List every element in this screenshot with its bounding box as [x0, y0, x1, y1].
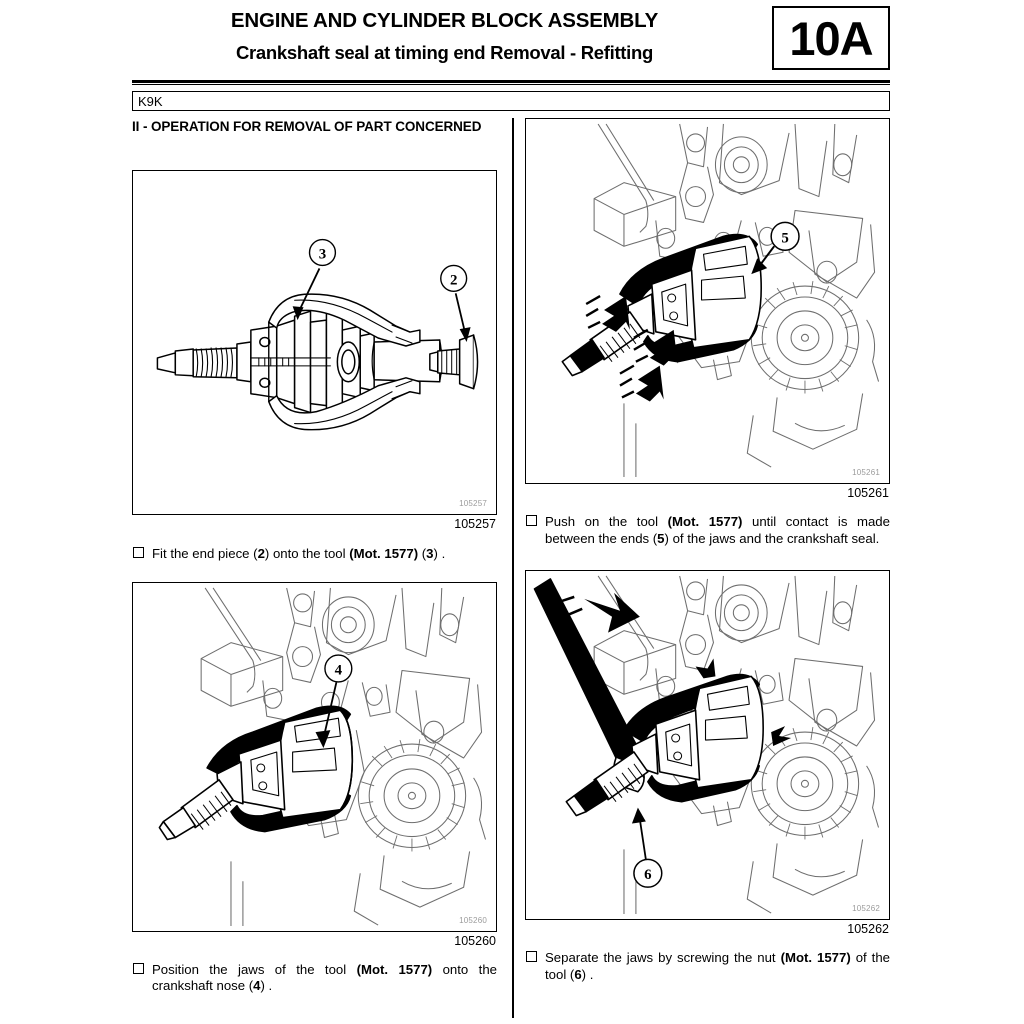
page-header: ENGINE AND CYLINDER BLOCK ASSEMBLY Crank…: [132, 0, 890, 78]
tool-pushed-onto-seal-illustration: 5: [561, 123, 880, 478]
figure-inner-number: 105257: [459, 499, 487, 508]
step-text: Position the jaws of the tool (Mot. 1577…: [152, 961, 497, 994]
engine-code-bar: K9K: [132, 91, 890, 111]
figure-105261: 5 105261 105261: [525, 118, 890, 500]
column-divider: [512, 118, 514, 1018]
figure-number: 105260: [132, 930, 497, 948]
page-title: ENGINE AND CYLINDER BLOCK ASSEMBLY: [230, 9, 659, 32]
figure-frame: 5 105261: [525, 118, 890, 484]
left-column: II - OPERATION FOR REMOVAL OF PART CONCE…: [132, 118, 497, 995]
svg-text:2: 2: [450, 272, 457, 288]
figure-105260: 4 105260 105260: [132, 581, 497, 948]
engine-code: K9K: [138, 94, 163, 109]
step-caption-2: Push on the tool (Mot. 1577) until conta…: [525, 514, 890, 547]
callout-balloon-3: 3: [292, 238, 337, 321]
callout-balloon-2: 2: [440, 264, 471, 343]
figure-105257: 3 2 105257 105257: [132, 170, 497, 531]
step-caption-4: Separate the jaws by screwing the nut (M…: [525, 950, 890, 983]
callout-balloon-4: 4: [315, 653, 353, 748]
figure-inner-number: 105260: [459, 915, 487, 925]
figure-inner-number: 105262: [852, 904, 880, 913]
figure-number: 105261: [525, 483, 890, 500]
puller-tool-exploded-illustration: 3 2: [156, 238, 479, 431]
figure-frame: 6 105262: [525, 570, 890, 920]
page-content: II - OPERATION FOR REMOVAL OF PART CONCE…: [132, 118, 890, 1018]
step-text: Separate the jaws by screwing the nut (M…: [545, 950, 890, 982]
section-code: 10A: [789, 11, 873, 65]
figure-number: 105262: [525, 919, 890, 936]
callout-balloon-6: 6: [631, 807, 663, 888]
motion-arrows: [585, 294, 678, 402]
page-subtitle: Crankshaft seal at timing end Removal - …: [235, 42, 654, 63]
rotation-arrow: [561, 592, 640, 633]
jaw-spread-arrows: [695, 658, 792, 746]
section-heading: II - OPERATION FOR REMOVAL OF PART CONCE…: [132, 119, 482, 134]
manual-page: ENGINE AND CYLINDER BLOCK ASSEMBLY Crank…: [132, 0, 890, 1024]
svg-text:5: 5: [781, 230, 788, 246]
step-text: Push on the tool (Mot. 1577) until conta…: [545, 514, 890, 546]
step-caption-1: Fit the end piece (2) onto the tool (Mot…: [132, 546, 497, 563]
figure-inner-number: 105261: [852, 468, 880, 477]
figure-105262: 6 105262 105262: [525, 570, 890, 936]
step-text: Fit the end piece (2) onto the tool (Mot…: [152, 546, 446, 561]
tool-positioned-on-crankshaft-illustration: 4: [158, 587, 487, 926]
svg-text:3: 3: [319, 246, 326, 262]
section-code-box: 10A: [772, 6, 890, 70]
figure-frame: 3 2 105257: [132, 170, 497, 515]
step-caption-3: Position the jaws of the tool (Mot. 1577…: [132, 962, 497, 995]
svg-text:4: 4: [335, 662, 343, 678]
header-divider-rule: [132, 80, 890, 85]
svg-text:6: 6: [644, 867, 652, 883]
header-titles: ENGINE AND CYLINDER BLOCK ASSEMBLY Crank…: [132, 0, 757, 64]
right-column: 5 105261 105261 Push on the tool (Mot. 1…: [525, 118, 890, 983]
callout-balloon-5: 5: [751, 221, 800, 275]
separating-jaws-with-wrench-illustration: 6: [533, 575, 880, 915]
figure-number: 105257: [132, 514, 497, 531]
figure-frame: 4 105260: [132, 581, 497, 932]
